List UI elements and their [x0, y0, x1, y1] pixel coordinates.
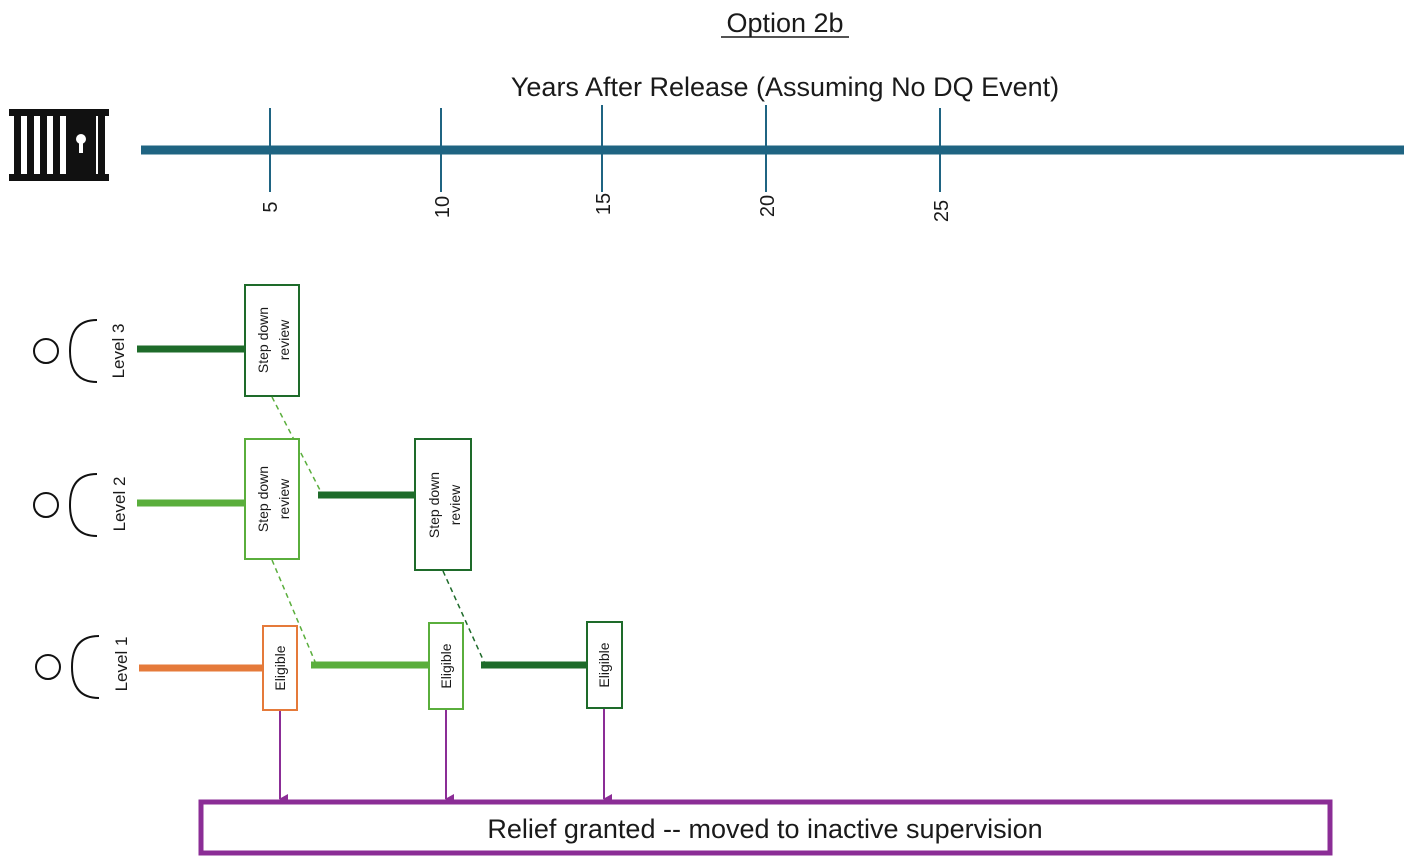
diagram-title: Option 2b	[726, 8, 843, 38]
person-icon	[33, 473, 98, 537]
level-2-review-b-line2: review	[447, 484, 463, 525]
connector-l2a-to-l1	[271, 559, 317, 665]
level-1-eligible-box-c: Eligible	[586, 621, 623, 709]
eligible-a-label: Eligible	[272, 645, 288, 690]
level-1-label: Level 1	[112, 637, 131, 692]
tick-label-25: 25	[931, 200, 953, 222]
level-2-review-box-b: Step down review	[414, 438, 472, 571]
tick-label-15: 15	[593, 193, 615, 215]
level-2-review-box-a: Step down review	[244, 438, 300, 560]
tick-label-20: 20	[757, 195, 779, 217]
level-3-review-line2: review	[276, 319, 292, 360]
timeline-ticks	[269, 105, 941, 192]
eligible-c-label: Eligible	[596, 642, 612, 687]
tick-label-5: 5	[260, 201, 282, 212]
level-2-review-b-line1: Step down	[426, 472, 442, 538]
level-2-label: Level 2	[110, 477, 129, 532]
timeline-label: Years After Release (Assuming No DQ Even…	[511, 72, 1059, 102]
person-icon	[35, 635, 100, 699]
jail-cell-icon	[9, 109, 109, 181]
level-1-eligible-box-b: Eligible	[428, 622, 464, 710]
relief-box: Relief granted -- moved to inactive supe…	[198, 799, 1333, 856]
level-3-label: Level 3	[109, 324, 128, 379]
connector-l2b-to-l1	[442, 570, 486, 665]
level-2-review-a-line1: Step down	[255, 466, 271, 532]
level-2-review-a-line2: review	[276, 478, 292, 519]
person-icon	[33, 319, 98, 383]
eligible-b-label: Eligible	[438, 643, 454, 688]
level-1-eligible-box-a: Eligible	[262, 625, 298, 711]
relief-label: Relief granted -- moved to inactive supe…	[487, 814, 1042, 844]
level-3-review-line1: Step down	[255, 307, 271, 373]
level-3-review-box: Step down review	[244, 284, 300, 397]
tick-label-10: 10	[432, 196, 454, 218]
